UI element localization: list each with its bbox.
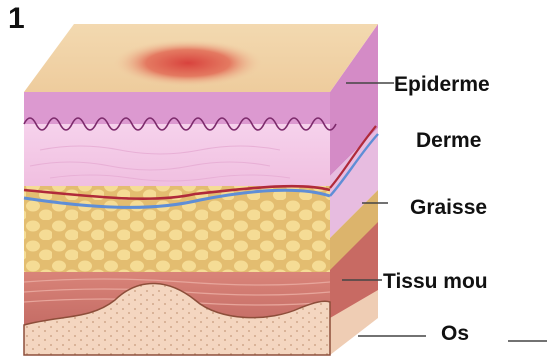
label-epiderme: Epiderme: [394, 74, 490, 95]
label-os: Os: [441, 323, 469, 344]
label-derme: Derme: [416, 130, 481, 151]
label-graisse: Graisse: [410, 197, 487, 218]
erythema-spot: [112, 39, 264, 87]
label-tissu-mou: Tissu mou: [383, 271, 488, 292]
fat-layer: [24, 186, 330, 272]
figure-number: 1: [8, 4, 25, 34]
